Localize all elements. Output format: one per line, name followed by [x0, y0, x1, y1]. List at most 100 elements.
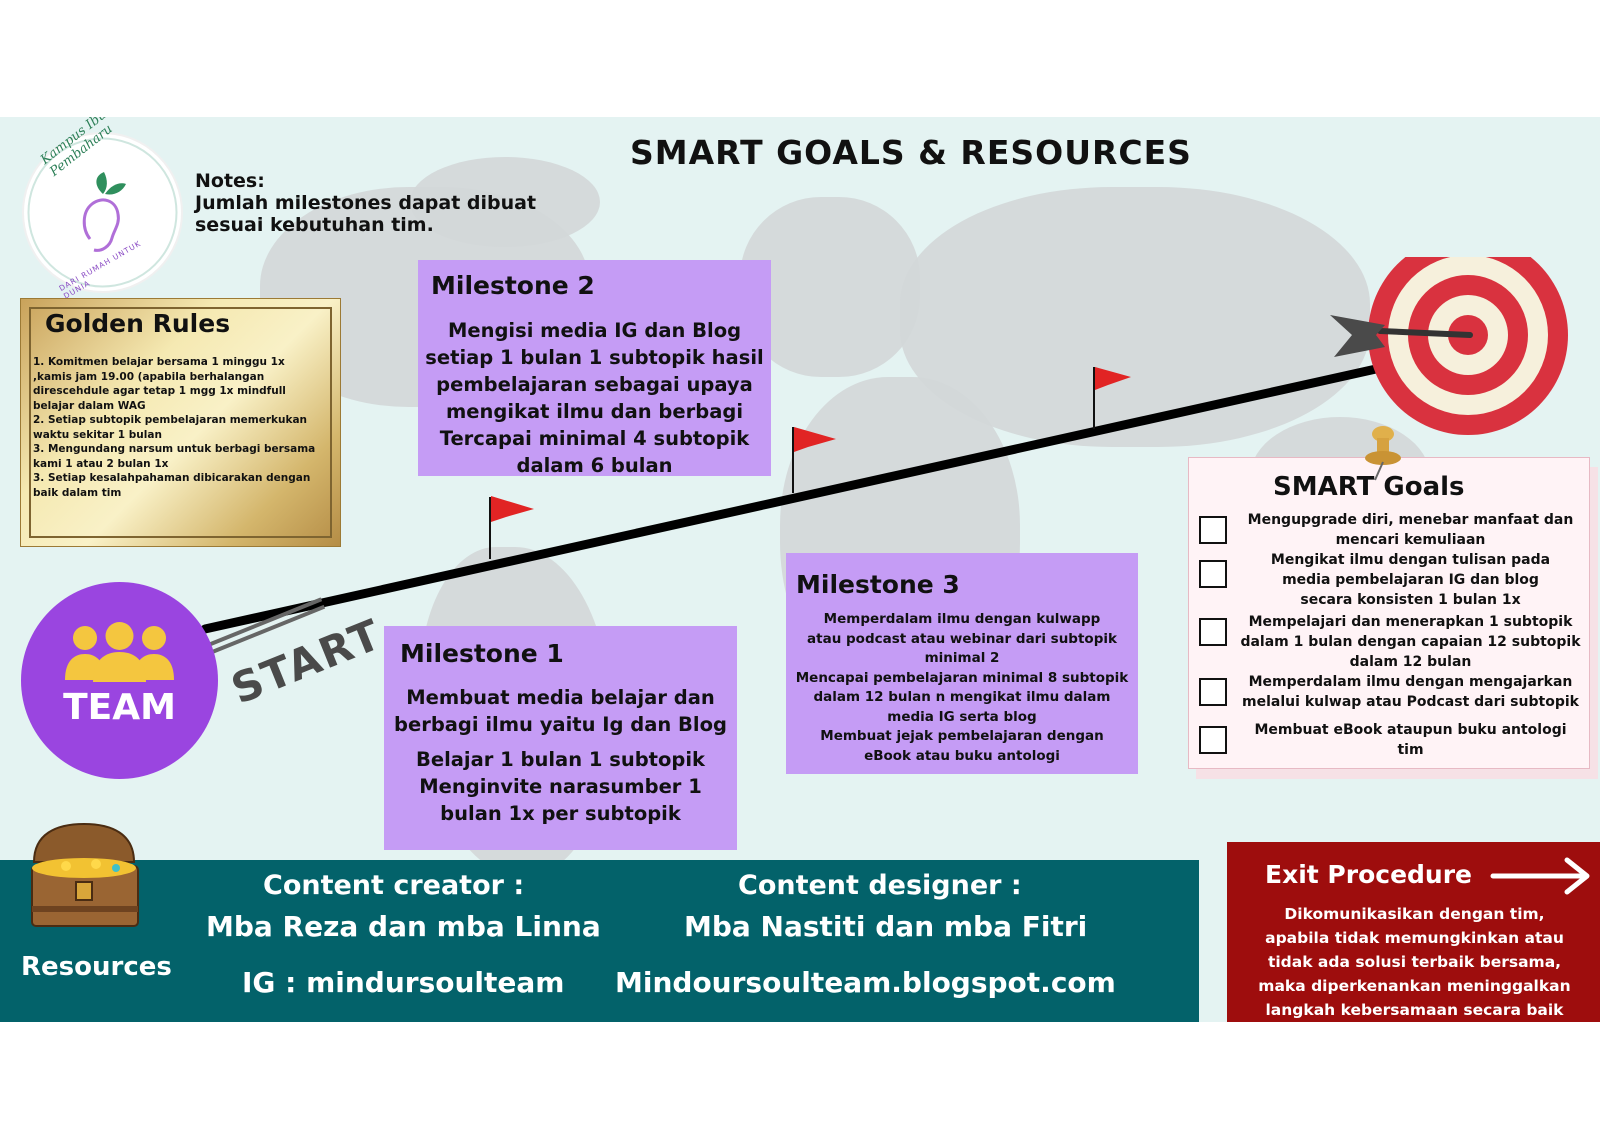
exit-line: langkah kebersamaan secara baik — [1265, 1001, 1564, 1019]
smart-goal-item: Mempelajari dan menerapkan 1 subtopik da… — [1199, 612, 1584, 670]
milestone-3-title: Milestone 3 — [796, 570, 960, 599]
milestone-line: pembelajaran sebagai upaya — [436, 373, 753, 396]
treasure-chest-icon — [31, 822, 139, 927]
milestone-1-title: Milestone 1 — [400, 639, 564, 668]
milestone-line: mengikat ilmu dan berbagi — [445, 400, 743, 423]
milestone-line: dalam 6 bulan — [516, 454, 673, 477]
notes-line: Jumlah milestones dapat dibuat — [195, 192, 537, 214]
notes: Notes: Jumlah milestones dapat dibuat se… — [195, 170, 585, 236]
milestone-line: eBook atau buku antologi — [864, 747, 1060, 764]
milestone-3-card: Milestone 3 Memperdalam ilmu dengan kulw… — [786, 553, 1138, 774]
smart-goal-item: Membuat eBook ataupun buku antologi tim — [1199, 720, 1584, 768]
milestone-line: Memperdalam ilmu dengan kulwapp — [823, 611, 1101, 627]
milestone-2-card: Milestone 2 Mengisi media IG dan Blog se… — [418, 260, 771, 479]
blog-link[interactable]: Mindoursoulteam.blogspot.com — [615, 966, 1116, 999]
milestone-line: Mencapai pembelajaran minimal 8 subtopik — [795, 669, 1129, 686]
golden-rules-list: 1. Komitmen belajar bersama 1 minggu 1x … — [33, 355, 323, 500]
milestone-line: Membuat media belajar dan — [406, 686, 715, 709]
goal-text: Mempelajari dan menerapkan 1 subtopik da… — [1233, 612, 1588, 672]
dart-icon — [1330, 315, 1473, 357]
milestone-3-body: Memperdalam ilmu dengan kulwapp atau pod… — [786, 610, 1138, 766]
team-label: TEAM — [63, 687, 176, 728]
exit-procedure-card: Exit Procedure Dikomunikasikan dengan ti… — [1227, 842, 1600, 1022]
creator-label: Content creator : — [263, 870, 525, 901]
milestone-line: Menginvite narasumber 1 — [419, 775, 702, 798]
goal-text: Membuat eBook ataupun buku antologi tim — [1233, 720, 1588, 760]
milestone-1-card: Milestone 1 Membuat media belajar dan be… — [384, 626, 737, 850]
page-title: SMART GOALS & RESOURCES — [630, 133, 1192, 172]
goal-text: Memperdalam ilmu dengan mengajarkan mela… — [1233, 672, 1588, 712]
flag-icon — [792, 427, 836, 493]
milestone-line: media IG serta blog — [887, 708, 1037, 725]
smart-goal-item: Mengupgrade diri, menebar manfaat dan me… — [1199, 510, 1584, 558]
target-icon — [1330, 257, 1568, 435]
creator-names: Mba Reza dan mba Linna — [206, 910, 601, 943]
progress-road — [200, 362, 1390, 658]
milestone-1-body: Membuat media belajar dan berbagi ilmu y… — [384, 684, 737, 827]
golden-rule-item: 3. Mengundang narsum untuk berbagi bersa… — [33, 443, 316, 470]
goal-line: Mempelajari dan menerapkan 1 subtopik — [1248, 614, 1573, 630]
resources-footer: Resources Content creator : Mba Reza dan… — [0, 860, 1199, 1022]
golden-rules-title: Golden Rules — [45, 309, 231, 338]
milestone-line: Mengisi media IG dan Blog — [447, 319, 742, 342]
goal-line: melalui kulwap atau Podcast dari subtopi… — [1242, 694, 1579, 710]
logo: Kampus Ibu Pembaharu DARI RUMAH UNTUK DU… — [22, 117, 183, 301]
ig-handle-link[interactable]: IG : mindursoulteam — [242, 966, 565, 999]
milestone-line: Membuat jejak pembelajaran dengan — [820, 728, 1104, 744]
smart-goal-item: Memperdalam ilmu dengan mengajarkan mela… — [1199, 672, 1584, 720]
pushpin-icon — [1365, 426, 1401, 481]
arrow-right-icon — [1490, 857, 1590, 895]
leaf-head-icon — [27, 137, 178, 288]
goal-line: Mengupgrade diri, menebar manfaat dan — [1247, 512, 1574, 528]
map-greenland — [410, 157, 600, 247]
exit-line: Dikomunikasikan dengan tim, — [1284, 905, 1545, 923]
goal-checkbox[interactable] — [1199, 678, 1227, 706]
milestone-line: dalam 12 bulan n mengikat ilmu dalam — [813, 689, 1111, 705]
notes-heading: Notes: — [195, 170, 265, 192]
exit-line: tidak ada solusi terbaik bersama, — [1267, 953, 1562, 971]
milestone-2-body: Mengisi media IG dan Blog setiap 1 bulan… — [418, 317, 771, 479]
milestone-2-title: Milestone 2 — [431, 271, 595, 300]
milestone-line: minimal 2 — [924, 650, 1000, 666]
infographic-canvas: SMART GOALS & RESOURCES Kampus Ibu Pemba… — [0, 117, 1600, 1022]
goal-line: Memperdalam ilmu dengan mengajarkan — [1248, 674, 1573, 690]
team-badge: TEAM — [21, 582, 218, 779]
exit-procedure-body: Dikomunikasikan dengan tim, apabila tida… — [1237, 902, 1592, 1022]
goal-line: mencari kemuliaan — [1335, 532, 1486, 548]
milestone-line: bulan 1x per subtopik — [440, 802, 681, 825]
goal-checkbox[interactable] — [1199, 618, 1227, 646]
goal-text: Mengupgrade diri, menebar manfaat dan me… — [1233, 510, 1588, 550]
goal-line: Membuat eBook ataupun buku antologi — [1254, 722, 1567, 738]
resources-label: Resources — [21, 952, 172, 982]
golden-rules-card: Golden Rules 1. Komitmen belajar bersama… — [20, 298, 341, 547]
smart-goals-card: SMART Goals Mengupgrade diri, menebar ma… — [1188, 426, 1590, 769]
designer-label: Content designer : — [738, 870, 1022, 901]
milestone-line: berbagi ilmu yaitu Ig dan Blog — [394, 713, 727, 736]
milestone-line: Tercapai minimal 4 subtopik — [439, 427, 750, 450]
goal-line: secara konsisten 1 bulan 1x — [1300, 592, 1521, 608]
golden-rules-frame — [29, 307, 332, 538]
golden-rule-item: 2. Setiap subtopik pembelajaran memerkuk… — [33, 414, 308, 441]
milestone-line: setiap 1 bulan 1 subtopik hasil — [425, 346, 764, 369]
smart-goals-title: SMART Goals — [1273, 472, 1465, 502]
flag-icon — [489, 496, 534, 559]
notes-line: sesuai kebutuhan tim. — [195, 214, 434, 236]
goal-checkbox[interactable] — [1199, 560, 1227, 588]
map-asia — [900, 187, 1370, 447]
goal-line: Mengikat ilmu dengan tulisan pada — [1270, 552, 1551, 568]
smart-goal-item: Mengikat ilmu dengan tulisan pada media … — [1199, 550, 1584, 608]
exit-procedure-title: Exit Procedure — [1265, 860, 1473, 889]
milestone-line: Belajar 1 bulan 1 subtopik — [415, 748, 706, 771]
goal-checkbox[interactable] — [1199, 516, 1227, 544]
team-people-icon — [65, 622, 174, 682]
golden-rule-item: 1. Komitmen belajar bersama 1 minggu 1x … — [33, 356, 286, 412]
exit-line: maka diperkenankan meninggalkan — [1258, 977, 1571, 995]
goal-line: dalam 12 bulan — [1349, 654, 1472, 670]
goal-checkbox[interactable] — [1199, 726, 1227, 754]
milestone-line: atau podcast atau webinar dari subtopik — [807, 630, 1117, 647]
goal-line: dalam 1 bulan dengan capaian 12 subtopik — [1240, 634, 1581, 650]
goal-text: Mengikat ilmu dengan tulisan pada media … — [1233, 550, 1588, 610]
golden-rule-item: 3. Setiap kesalahpahaman dibicarakan den… — [33, 472, 311, 499]
goal-line: tim — [1397, 742, 1424, 758]
goal-line: media pembelajaran IG dan blog — [1282, 572, 1539, 588]
